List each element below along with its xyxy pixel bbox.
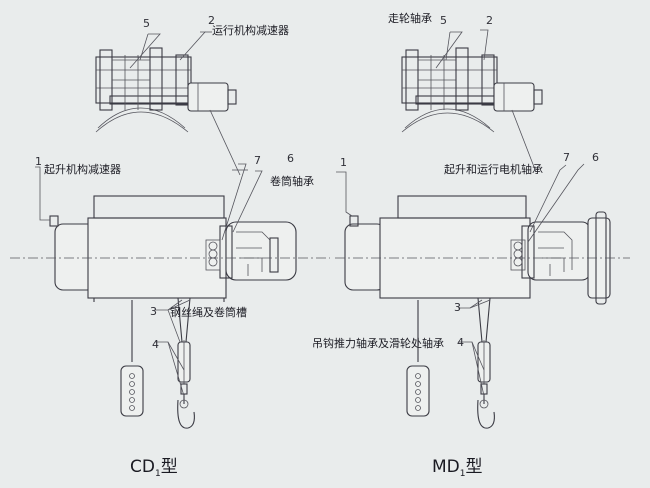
cd1-label-travel-reducer: 运行机构减速器 <box>212 23 289 37</box>
cd1-callout-6: 6 <box>287 152 294 165</box>
md1-trolley <box>401 47 543 133</box>
cd1-callout-5: 5 <box>143 17 150 30</box>
md1-hoist: 走轮轴承 5 2 1 7 6 起升和运行电机轴承 3 吊钩推力轴承及滑轮处轴承 … <box>312 11 630 479</box>
cd1-callout-4: 4 <box>152 338 159 351</box>
cd1-hoist: 5 2 运行机构减速器 1 起升机构减速器 7 6 卷筒轴承 3 钢丝绳及卷筒槽… <box>10 14 330 479</box>
md1-callout-5: 5 <box>440 14 447 27</box>
cd1-label-hoist-reducer: 起升机构减速器 <box>44 162 121 176</box>
md1-label-wheel-bearing: 走轮轴承 <box>388 11 432 25</box>
md1-callout-7: 7 <box>563 151 570 164</box>
md1-hoist-body <box>335 195 630 305</box>
cd1-trolley <box>95 47 237 133</box>
md1-callout-6: 6 <box>592 151 599 164</box>
cd1-model-label: CD1型 <box>130 457 178 479</box>
md1-callout-2: 2 <box>486 14 493 27</box>
cd1-callout-2: 2 <box>208 14 215 27</box>
md1-callout-1: 1 <box>340 156 347 169</box>
md1-label-motor-bearing: 起升和运行电机轴承 <box>444 162 543 176</box>
md1-leaders <box>336 29 585 397</box>
md1-model-label: MD1型 <box>432 457 483 479</box>
cd1-label-rope-groove: 钢丝绳及卷筒槽 <box>170 305 247 319</box>
md1-callout-4: 4 <box>457 336 464 349</box>
md1-label-hook-bearing: 吊钩推力轴承及滑轮处轴承 <box>312 336 444 350</box>
cd1-leaders <box>35 31 263 397</box>
cd1-callout-3: 3 <box>150 305 157 318</box>
cd1-hoist-body <box>10 195 330 302</box>
cd1-callout-7: 7 <box>254 154 261 167</box>
md1-callout-3: 3 <box>454 301 461 314</box>
cd1-callout-1: 1 <box>35 155 42 168</box>
cd1-label-drum-bearing: 卷筒轴承 <box>270 174 314 188</box>
